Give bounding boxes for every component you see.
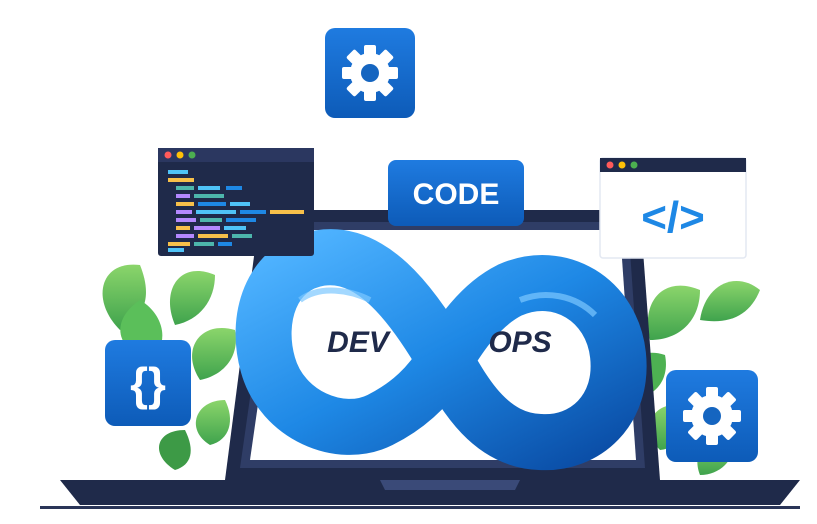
top-gear-box[interactable]: [325, 28, 415, 118]
dev-label: DEV: [327, 326, 392, 359]
right-gear-box[interactable]: [666, 370, 758, 462]
gear-icon: [342, 45, 398, 101]
code-editor-window-icon: [158, 148, 314, 256]
gear-icon: [683, 387, 741, 445]
browser-window-icon: </>: [599, 157, 747, 259]
curly-braces-icon: {}: [130, 358, 166, 410]
code-label: CODE: [413, 178, 500, 211]
infinity-loop-icon: [235, 229, 647, 471]
code-badge[interactable]: CODE: [388, 160, 524, 226]
braces-box[interactable]: {}: [105, 340, 191, 426]
ops-label: OPS: [488, 326, 551, 359]
code-lines: [168, 170, 304, 252]
html-tag-glyph: </>: [641, 193, 705, 242]
connector-line: [525, 210, 605, 218]
connector-line: [315, 210, 395, 218]
